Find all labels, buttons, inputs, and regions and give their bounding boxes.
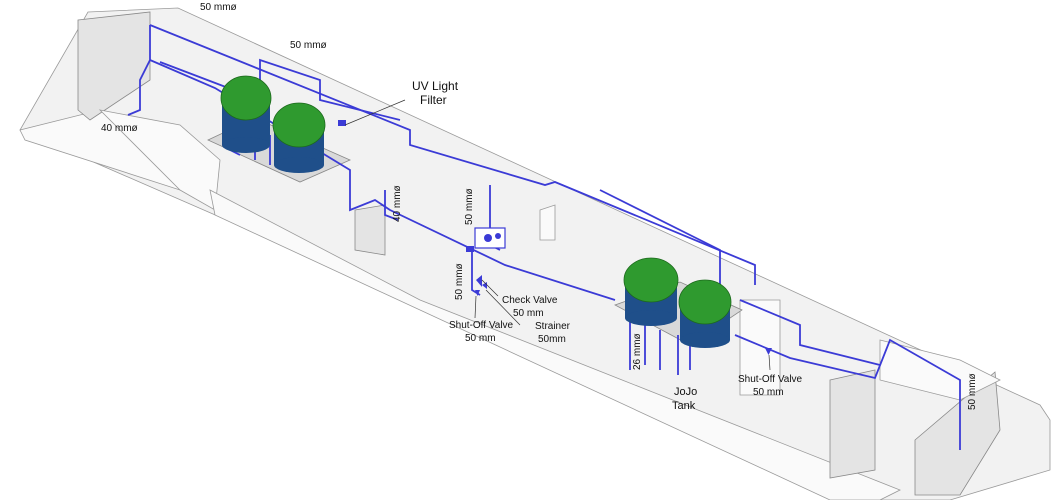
uv-filter-unit <box>338 120 346 126</box>
pipe-label-50-vert-lower: 50 mmø <box>454 263 465 300</box>
tank-dome <box>678 279 732 325</box>
shutoff-left-label-2: 50 mm <box>465 333 496 344</box>
pillar-right <box>739 299 781 396</box>
pipe-right-end <box>734 334 961 450</box>
right-block-a <box>829 369 876 479</box>
pump-head <box>495 233 501 239</box>
pipe-label-26: 26 mmø <box>632 333 643 370</box>
pipe-label-50-top-mid: 50 mmø <box>290 40 327 51</box>
tank-base <box>680 332 730 348</box>
check-valve-icon <box>476 275 482 287</box>
pipe-40-drop <box>384 190 399 221</box>
tank-right-b <box>678 279 732 348</box>
strainer-label-2: 50mm <box>538 334 566 345</box>
right-end-top <box>879 339 1001 401</box>
floor-slab <box>19 7 1051 500</box>
tank-left-a <box>220 75 272 153</box>
shutoff-right-label-2: 50 mm <box>753 387 784 398</box>
pipe-right-loop <box>599 189 721 290</box>
front-wall <box>209 189 901 500</box>
pipe-main-top <box>149 24 756 285</box>
leader-lines <box>344 99 771 371</box>
shutoff-right-label-1: Shut-Off Valve <box>738 374 803 385</box>
tank-base <box>222 137 270 153</box>
shutoff-right-leader <box>768 354 771 371</box>
building-structure <box>19 7 1051 500</box>
tank-right-a <box>623 257 679 326</box>
uv-filter-label-1: UV Light <box>412 79 459 93</box>
shutoff-left-label-1: Shut-Off Valve <box>449 320 514 331</box>
jojo-tank-label-2: Tank <box>672 400 696 412</box>
pipe-label-40-left: 40 mmø <box>101 123 138 134</box>
tank-base <box>625 310 677 326</box>
pump-outlet <box>466 246 474 252</box>
jojo-tank-label-1: JoJo <box>674 386 697 398</box>
tank-dome <box>623 257 679 303</box>
shutoff-left-leader <box>474 295 477 319</box>
strainer-leader <box>485 289 521 326</box>
check-valve-label-1: Check Valve <box>502 295 558 306</box>
pipe-label-40-mid: 40 mmø <box>392 185 403 222</box>
left-block <box>77 11 151 121</box>
uv-leader <box>344 99 406 126</box>
tank-base <box>274 157 324 173</box>
tank-dome <box>272 102 326 148</box>
check-valve-leader <box>481 279 499 297</box>
pump-motor <box>484 234 492 242</box>
pipe-tank-legs <box>629 320 691 375</box>
pump-assembly <box>466 227 506 252</box>
pillar-mid <box>354 204 386 256</box>
tank-dome <box>220 75 272 121</box>
tank-left-b <box>272 102 326 173</box>
shutoff-valve-left-icon <box>475 290 480 296</box>
pipe-label-50-right: 50 mmø <box>967 373 978 410</box>
pipe-label-50-vert-center: 50 mmø <box>464 188 475 225</box>
shutoff-valve-right-icon <box>765 348 772 355</box>
pipe-label-50-top-left: 50 mmø <box>200 2 237 13</box>
uv-filter-label-2: Filter <box>420 93 447 107</box>
pillar-center <box>539 204 556 241</box>
left-room <box>98 109 221 211</box>
pipe-right-run <box>739 299 881 366</box>
pipe-left-drop <box>127 25 151 116</box>
check-valve-label-2: 50 mm <box>513 308 544 319</box>
strainer-label-1: Strainer <box>535 321 571 332</box>
